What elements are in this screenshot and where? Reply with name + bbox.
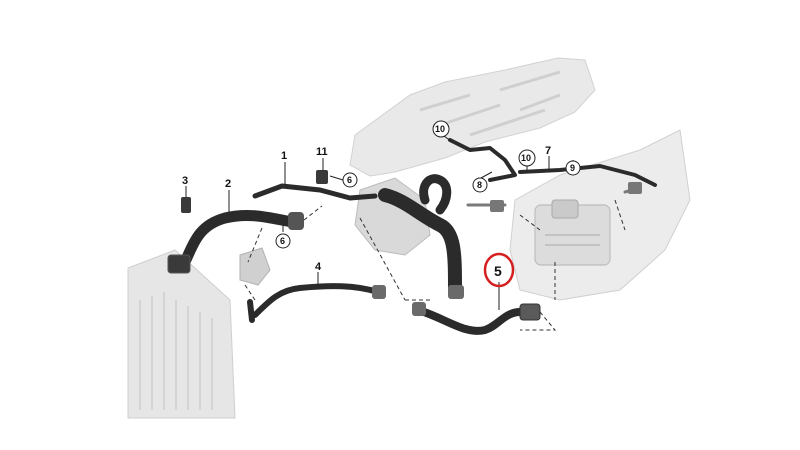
radiator xyxy=(127,249,236,419)
callout-7: 7 xyxy=(545,145,551,157)
callout-4: 4 xyxy=(315,261,322,273)
callout-1: 1 xyxy=(281,150,287,162)
svg-text:9: 9 xyxy=(570,163,575,173)
circled-callout-6b: 6 xyxy=(275,233,291,249)
dash-4-to-valve xyxy=(244,284,256,301)
svg-text:10: 10 xyxy=(521,153,531,163)
highlight-circle xyxy=(483,252,515,288)
hose-5-connector xyxy=(519,303,541,321)
hoses xyxy=(167,138,657,335)
engine-block-detail xyxy=(419,70,561,137)
hose-4-end xyxy=(247,299,255,323)
dashed-assembly-lines xyxy=(244,199,626,331)
svg-text:6: 6 xyxy=(347,175,352,185)
main-hose xyxy=(378,188,462,297)
fitting-hose-5-left xyxy=(412,302,426,316)
hose-2-end-connector xyxy=(167,254,191,274)
circled-callout-6a: 6 xyxy=(342,172,358,188)
dash-hose2-right xyxy=(303,205,323,221)
fitting-main-hose-bottom xyxy=(448,285,464,299)
callout-5: 5 xyxy=(494,263,502,279)
fitting-hose-2-right xyxy=(288,212,304,230)
svg-text:8: 8 xyxy=(477,180,482,190)
expansion-tank-ribs xyxy=(545,234,600,246)
dash-center-v xyxy=(359,217,406,301)
dash-tank-right xyxy=(614,199,626,231)
upper-hose-loop xyxy=(419,174,452,215)
hose-1 xyxy=(252,183,378,201)
leader-6a xyxy=(329,175,344,181)
leader-10a xyxy=(443,135,453,143)
callout-3: 3 xyxy=(182,175,188,187)
highlighted-callout-5: 5 xyxy=(483,252,515,288)
callout-11: 11 xyxy=(316,146,328,158)
hose-4 xyxy=(252,283,381,318)
circled-callout-8: 8 xyxy=(472,177,488,193)
fitting-tank-left xyxy=(490,200,504,212)
engine-block xyxy=(349,57,596,177)
callouts: 1 2 3 4 7 11 6 6 8 9 10 10 xyxy=(182,120,581,288)
fitting-pipe-right xyxy=(628,182,642,194)
hose-7-9 xyxy=(518,164,657,187)
hose-5 xyxy=(414,306,529,335)
svg-text:10: 10 xyxy=(435,124,445,134)
fittings xyxy=(181,170,642,316)
hose-2 xyxy=(179,209,298,268)
valve-housing xyxy=(239,247,271,286)
leader-8 xyxy=(480,171,493,179)
sensor-11 xyxy=(316,170,328,184)
radiator-fins xyxy=(139,292,213,410)
callout-2: 2 xyxy=(225,178,231,190)
fitting-hose-4-right xyxy=(372,285,386,299)
background-components xyxy=(127,57,691,419)
hose-8 xyxy=(448,138,517,182)
svg-text:6: 6 xyxy=(280,236,285,246)
leader-lines xyxy=(185,135,574,310)
dash-5-right xyxy=(520,311,557,331)
expansion-tank-cap xyxy=(551,199,579,219)
circled-callout-10b: 10 xyxy=(518,149,536,167)
sensor-3 xyxy=(181,197,191,213)
dash-6b xyxy=(247,227,263,263)
circled-callout-10a: 10 xyxy=(432,120,450,138)
circled-callout-9: 9 xyxy=(565,160,581,176)
